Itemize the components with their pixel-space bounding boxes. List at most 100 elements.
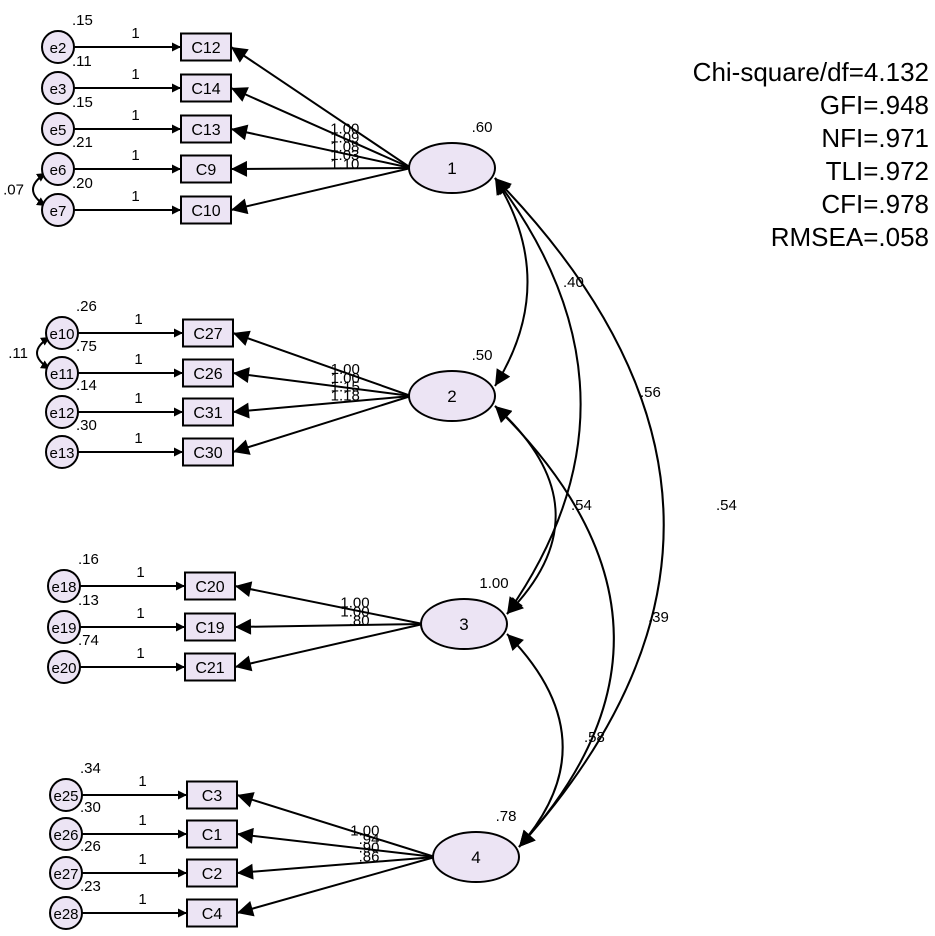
- factor-loading-arrow: [234, 581, 424, 625]
- factor-loading-value: 1.00: [340, 595, 369, 612]
- latent-variance-value: .60: [472, 119, 493, 136]
- indicator-label: C30: [193, 445, 222, 462]
- indicator-box: [180, 154, 232, 184]
- factor-loading-arrow: [230, 46, 412, 169]
- error-path-weight: 1: [131, 188, 139, 205]
- error-variance-value: .14: [76, 377, 97, 394]
- indicator-label: C26: [193, 366, 222, 383]
- error-variance-value: .16: [78, 551, 99, 568]
- indicator-label: C27: [193, 326, 222, 343]
- error-term-circle: [45, 356, 79, 390]
- latent-factor-ellipse: [408, 370, 496, 422]
- factor-covariance-value: .58: [584, 729, 605, 746]
- indicator-box: [184, 612, 236, 642]
- factor-loading-value: 1.09: [330, 129, 359, 146]
- error-term-label: e13: [49, 445, 74, 462]
- fit-index-line: TLI=.972: [826, 156, 929, 186]
- indicator-label: C31: [193, 405, 222, 422]
- error-term-circle: [49, 778, 83, 812]
- error-term-circle: [47, 569, 81, 603]
- indicator-label: C4: [202, 906, 223, 923]
- error-variance-value: .26: [80, 838, 101, 855]
- latent-variance-value: 1.00: [479, 575, 508, 592]
- error-term-label: e12: [49, 405, 74, 422]
- factor-loading-value: 1.08: [330, 138, 359, 155]
- factor-loading-arrow: [232, 395, 412, 419]
- error-term-circle: [49, 817, 83, 851]
- factor-covariance-value: .54: [571, 497, 592, 514]
- latent-factor-ellipse: [408, 142, 496, 194]
- latent-variance-value: .78: [496, 808, 517, 825]
- fit-index-line: NFI=.971: [821, 123, 929, 153]
- error-path-weight: 1: [131, 147, 139, 164]
- factor-loading-value: .86: [359, 848, 380, 865]
- error-term-circle: [45, 316, 79, 350]
- factor-loading-value: 1.00: [350, 822, 379, 839]
- error-term-label: e7: [50, 203, 67, 220]
- fit-index-line: RMSEA=.058: [771, 222, 929, 252]
- error-path-weight: 1: [136, 605, 144, 622]
- indicator-box: [186, 780, 238, 810]
- factor-loading-value: .80: [349, 612, 370, 629]
- factor-loading-value: 1.00: [340, 604, 369, 621]
- error-path-weight: 1: [136, 645, 144, 662]
- error-term-circle: [41, 112, 75, 146]
- error-path-weight: 1: [131, 25, 139, 42]
- latent-factor-label: 1: [447, 159, 456, 178]
- factor-loading-value: 1.00: [330, 120, 359, 137]
- indicator-box: [186, 858, 238, 888]
- indicator-label: C20: [195, 579, 224, 596]
- error-variance-value: .30: [76, 417, 97, 434]
- error-variance-value: .26: [76, 298, 97, 315]
- error-covariance-value: .11: [8, 345, 28, 362]
- indicator-box: [182, 318, 234, 348]
- latent-factor-ellipse: [432, 831, 520, 883]
- factor-loading-arrow: [236, 856, 436, 880]
- factor-loading-arrow: [236, 856, 436, 917]
- error-path-weight: 1: [138, 851, 146, 868]
- error-term-circle: [47, 610, 81, 644]
- factor-loading-arrow: [234, 623, 424, 672]
- factor-covariance-arc: [506, 633, 564, 848]
- error-term-circle: [41, 193, 75, 227]
- indicator-label: C12: [191, 40, 220, 57]
- factor-loading-arrow: [232, 367, 412, 397]
- indicator-label: C3: [202, 788, 223, 805]
- error-variance-value: .13: [78, 592, 99, 609]
- fit-indices-panel: Chi-square/df=4.132GFI=.948NFI=.971TLI=.…: [693, 57, 929, 252]
- error-term-label: e6: [50, 162, 67, 179]
- factor-loading-arrow: [230, 124, 412, 169]
- indicator-box: [180, 73, 232, 103]
- factor-covariance-value: .39: [648, 609, 669, 626]
- factor-loading-arrow: [230, 87, 412, 169]
- indicator-box: [180, 195, 232, 225]
- error-variance-value: .74: [78, 632, 99, 649]
- factor-loading-arrow: [230, 160, 412, 177]
- error-path-weight: 1: [138, 891, 146, 908]
- error-path-weight: 1: [131, 66, 139, 83]
- error-variance-value: .30: [80, 799, 101, 816]
- factor-loading-value: 1.00: [331, 361, 360, 378]
- indicator-box: [182, 437, 234, 467]
- indicator-box: [186, 819, 238, 849]
- indicator-label: C9: [196, 162, 217, 179]
- indicator-box: [182, 358, 234, 388]
- indicator-label: C21: [195, 660, 224, 677]
- error-path-weight: 1: [138, 812, 146, 829]
- error-term-label: e25: [53, 788, 78, 805]
- factor-loading-arrow: [236, 792, 436, 858]
- indicator-box: [184, 652, 236, 682]
- factor-loading-value: 1.15: [331, 379, 360, 396]
- factor-loading-value: .94: [359, 831, 380, 848]
- factor-covariance-value: .54: [716, 497, 737, 514]
- fit-index-line: CFI=.978: [821, 189, 929, 219]
- error-path-weight: 1: [131, 107, 139, 124]
- factor-loading-arrow: [234, 618, 424, 635]
- latent-factor-label: 3: [459, 615, 468, 634]
- fit-index-line: Chi-square/df=4.132: [693, 57, 929, 87]
- error-term-circle: [47, 650, 81, 684]
- indicator-box: [180, 32, 232, 62]
- indicator-label: C14: [191, 81, 220, 98]
- error-term-circle: [45, 435, 79, 469]
- error-variance-value: .34: [80, 760, 101, 777]
